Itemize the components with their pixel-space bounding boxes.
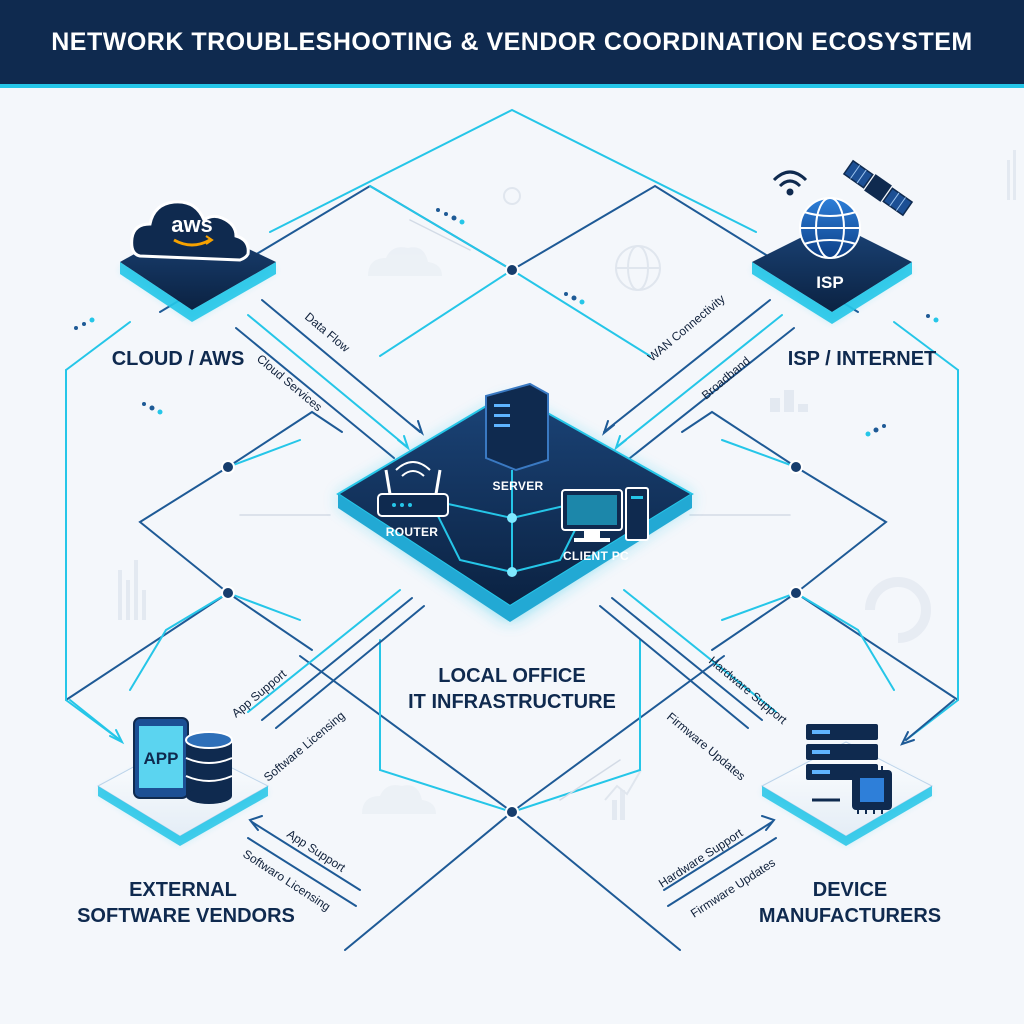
satellite-icon: [842, 159, 914, 217]
isp-node-title: ISP / INTERNET: [788, 348, 937, 370]
isp-badge: ISP: [816, 273, 843, 292]
page-header: NETWORK TROUBLESHOOTING & VENDOR COORDIN…: [0, 0, 1024, 88]
junction-dots: [221, 263, 803, 819]
globe-icon: [799, 197, 861, 259]
center-network-lines: [429, 470, 591, 577]
monitor-icon: [561, 487, 649, 542]
software-title-line2: SOFTWARE VENDORS: [77, 905, 295, 927]
router-label: ROUTER: [386, 525, 438, 539]
device-title-line2: MANUFACTURERS: [759, 905, 941, 927]
router-icon: [377, 461, 449, 517]
center-title-line1: LOCAL OFFICE: [438, 665, 585, 687]
software-title-line1: EXTERNAL: [129, 879, 237, 901]
client-pc-label: CLIENT PC: [563, 549, 629, 563]
flow-label-app-support-1: App Support: [229, 666, 290, 720]
aws-badge: aws: [171, 212, 213, 237]
dot-trails: [74, 208, 939, 437]
flow-arrows: [69, 299, 955, 907]
cloud-icon: aws: [130, 200, 250, 262]
page-title: NETWORK TROUBLESHOOTING & VENDOR COORDIN…: [51, 27, 973, 56]
flow-label-software-licensing-1: Software Licensing: [261, 708, 348, 784]
tablet-icon: APP: [133, 717, 189, 799]
server-rack-icon: [806, 724, 878, 802]
app-badge: APP: [144, 749, 179, 768]
software-vendors-node[interactable]: APP EXTERNAL SOFTWARE VENDORS: [77, 717, 295, 927]
flow-label-wan-connectivity: WAN Connectivity: [645, 292, 728, 365]
flow-label-firmware-updates-1: Firmware Updates: [664, 710, 748, 784]
wifi-signal-icon: [772, 170, 808, 196]
flow-label-broadband: Broadband: [699, 354, 753, 402]
local-office-node[interactable]: SERVER ROUTER CLIENT PC LOCAL OFFICE IT …: [336, 382, 694, 713]
cloud-node-title: CLOUD / AWS: [112, 348, 245, 370]
isp-node[interactable]: ISP ISP / INTERNET: [752, 159, 936, 370]
flow-label-hardware-support-1: Hardware Support: [706, 654, 790, 728]
server-icon: [485, 382, 549, 472]
cloud-node[interactable]: aws CLOUD / AWS: [112, 200, 276, 370]
background-decorations: [118, 150, 1016, 820]
flow-label-cloud-services: Cloud Services: [254, 352, 325, 415]
chip-icon: [852, 766, 892, 814]
flow-label-data-flow: Data Flow: [302, 310, 353, 356]
center-title-line2: IT INFRASTRUCTURE: [408, 691, 616, 713]
device-manufacturers-node[interactable]: DEVICE MANUFACTURERS: [759, 724, 941, 927]
database-icon: [185, 731, 233, 804]
device-title-line1: DEVICE: [813, 879, 887, 901]
server-label: SERVER: [493, 479, 544, 493]
